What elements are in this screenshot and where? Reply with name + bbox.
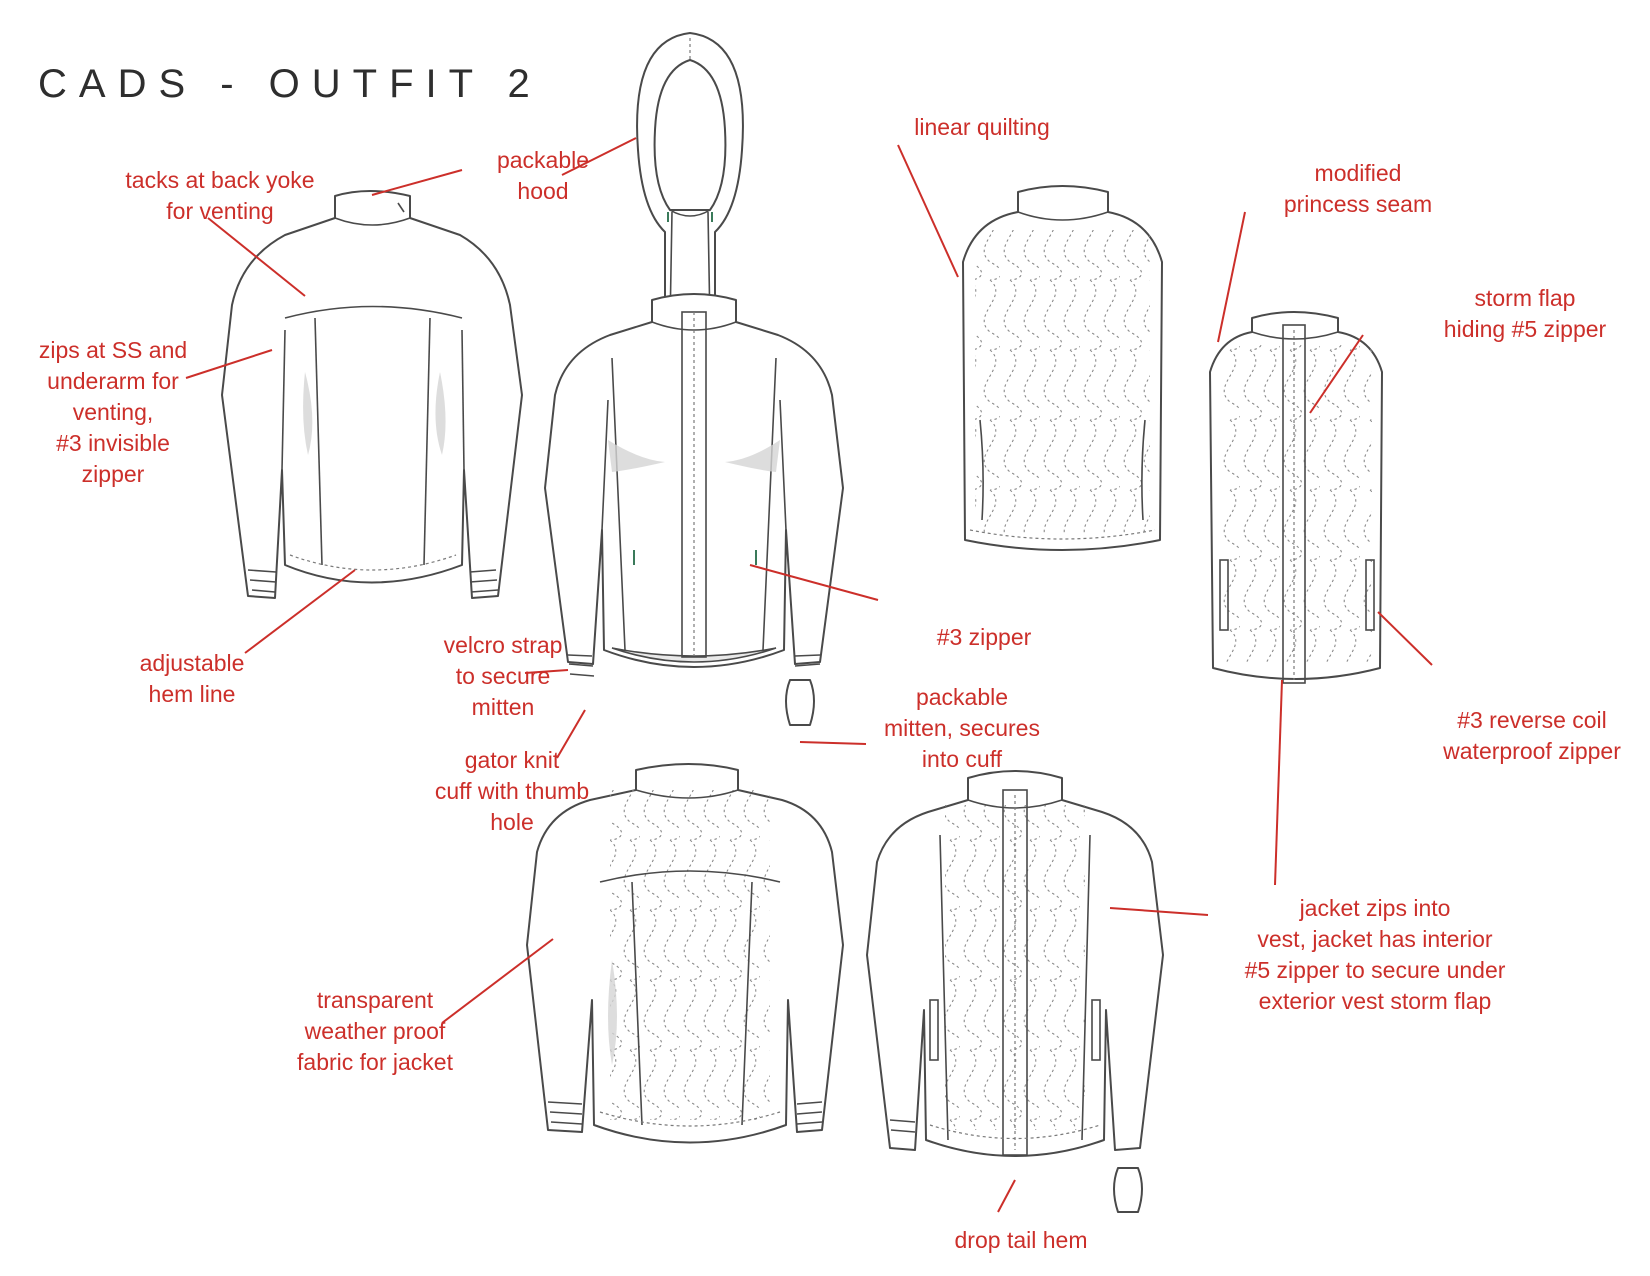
jacket-front-layered-flat — [866, 770, 1164, 1213]
hood-flat — [636, 32, 744, 326]
jacket-back-quilted-flat — [526, 763, 844, 1144]
jacket-back-flat — [221, 190, 523, 599]
callout-leaders — [185, 137, 1433, 1213]
page-title: CADS - OUTFIT 2 — [38, 62, 542, 106]
jacket-front-flat — [544, 293, 844, 726]
callout-drop-tail-hem: drop tail hem — [954, 1227, 1088, 1253]
vest-flat-quilted — [962, 185, 1163, 551]
callout-linear-quilting: linear quilting — [914, 114, 1050, 140]
callout-3-zipper: #3 zipper — [936, 624, 1032, 650]
vest-flat-stormflap — [1209, 311, 1383, 684]
